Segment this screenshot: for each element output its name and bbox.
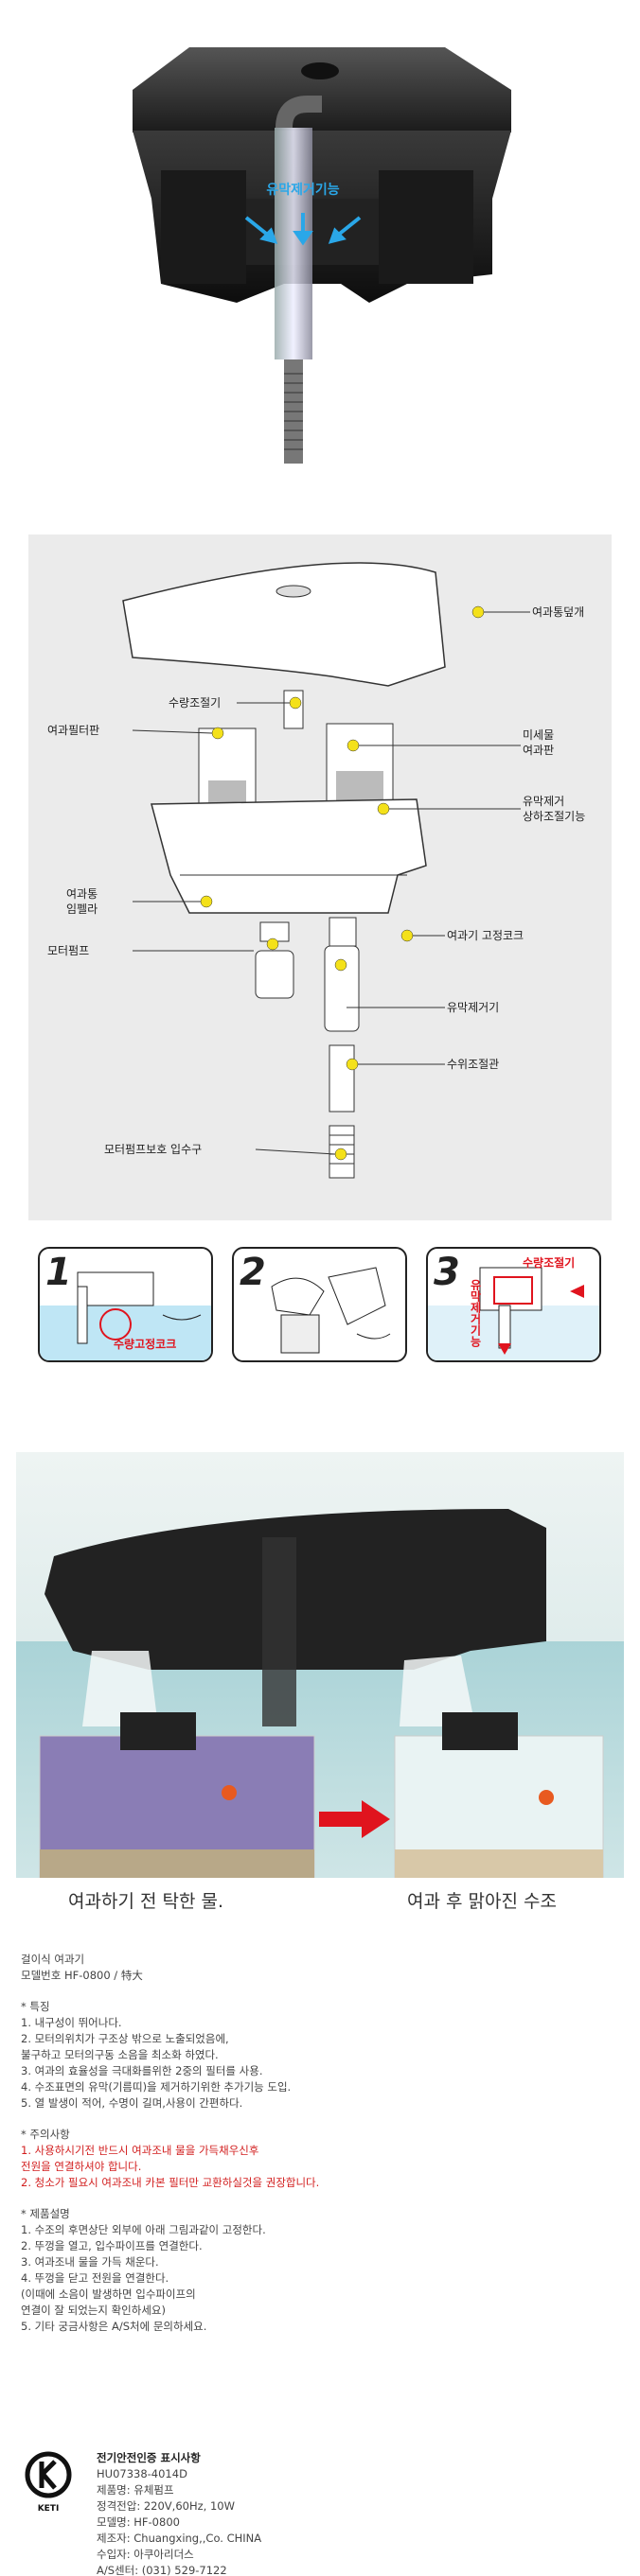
- certification-block: KETI 전기안전인증 표시사항 HU07338-4014D 제품명: 유체펌프…: [21, 2450, 617, 2576]
- step-3-label-side: 유막제거기능: [469, 1279, 482, 1347]
- step-3-label-top: 수량조절기: [523, 1256, 576, 1270]
- label-impeller-2: 임펠라: [66, 902, 98, 916]
- label-impeller-1: 여과통: [66, 887, 98, 901]
- label-oil-remover: 유막제거기: [447, 1001, 500, 1014]
- manual-item: 1. 수조의 후면상단 외부에 아래 그림과같이 고정한다.: [21, 2223, 266, 2236]
- step-2-panel: 2: [232, 1247, 407, 1362]
- manual-title: * 제품설명: [21, 2207, 70, 2220]
- manual-item: 2. 뚜껑을 열고, 입수파이프를 연결한다.: [21, 2239, 203, 2252]
- label-flow-control: 수량조절기: [169, 696, 222, 710]
- cert-heading: 전기안전인증 표시사항: [97, 2451, 201, 2464]
- label-fix-cock: 여과기 고정코크: [447, 929, 524, 942]
- model-line: 모델번호 HF-0800 / 特大: [21, 1969, 143, 1982]
- label-intake: 모터펌프보호 입수구: [104, 1143, 203, 1156]
- caption-after: 여과 후 맑아진 수조: [407, 1891, 557, 1912]
- manual-item: (이때에 소음이 발생하면 입수파이프의: [21, 2287, 196, 2301]
- feature-item: 불구하고 모터의구동 소음을 최소화 하였다.: [21, 2048, 219, 2061]
- manual-item: 5. 기타 궁금사항은 A/S처에 문의하세요.: [21, 2320, 207, 2333]
- hero-overlay-text: 유막제거기능: [266, 182, 339, 198]
- cert-line: 제품명: 유체펌프: [97, 2483, 174, 2497]
- step-1-number: 1: [45, 1251, 72, 1294]
- feature-item: 1. 내구성이 뛰어나다.: [21, 2016, 122, 2029]
- label-water-tube: 수위조절관: [447, 1058, 500, 1071]
- step-3-panel: 3 수량조절기 유막제거기능: [426, 1247, 601, 1362]
- step-2-number: 2: [240, 1251, 266, 1294]
- cert-line: HU07338-4014D: [97, 2467, 187, 2480]
- label-oil-removal-1: 유막제거: [523, 795, 565, 808]
- product-line: 걸이식 여과기: [21, 1953, 85, 1966]
- label-fine-filter-2: 여과판: [523, 744, 555, 757]
- cert-line: 정격전압: 220V,60Hz, 10W: [97, 2499, 235, 2513]
- spec-text: 걸이식 여과기 모델번호 HF-0800 / 特大 * 특징 1. 내구성이 뛰…: [21, 1952, 617, 2335]
- feature-item: 4. 수조표면의 유막(기름띠)을 제거하기위한 추가기능 도입.: [21, 2080, 292, 2094]
- label-oil-removal-2: 상하조절기능: [523, 810, 586, 823]
- cert-line: 수입자: 아쿠아리더스: [97, 2548, 194, 2561]
- caution-item: 1. 사용하시기전 반드시 여과조내 물을 가득채우신후: [21, 2144, 259, 2157]
- caution-item: 전원을 연결하셔야 합니다.: [21, 2160, 142, 2173]
- feature-item: 2. 모터의위치가 구조상 밖으로 노출되었음에,: [21, 2032, 229, 2045]
- product-photo: 유막제거기능: [0, 0, 640, 492]
- keti-logo-icon: KETI: [23, 2450, 74, 2516]
- manual-item: 4. 뚜껑을 닫고 전원을 연결한다.: [21, 2271, 169, 2285]
- cert-line: 모델명: HF-0800: [97, 2515, 180, 2529]
- feature-item: 3. 여과의 효율성을 극대화를위한 2중의 필터를 사용.: [21, 2064, 263, 2077]
- caution-title: * 주의사항: [21, 2128, 70, 2141]
- cert-line: A/S센터: (031) 529-7122: [97, 2564, 227, 2576]
- label-motor-pump: 모터펌프: [47, 944, 90, 957]
- cert-line: 제조자: Chuangxing,,Co. CHINA: [97, 2532, 262, 2545]
- step-1-label: 수량고정코크: [114, 1338, 177, 1351]
- parts-diagram: 여과통덮개 수량조절기 여과필터판 미세물 여과판 유막제거 상하조절기능 여과…: [28, 534, 612, 1220]
- step-1-panel: 1 수량고정코크: [38, 1247, 213, 1362]
- label-fine-filter-1: 미세물: [523, 728, 555, 742]
- install-steps: 1 수량고정코크 2 3 수량조절기 유막제거기능: [38, 1247, 602, 1362]
- caption-before: 여과하기 전 탁한 물.: [68, 1891, 223, 1912]
- caution-item: 2. 청소가 필요시 여과조내 카본 필터만 교환하실것을 권장합니다.: [21, 2176, 320, 2189]
- step-3-number: 3: [434, 1251, 460, 1294]
- label-filter-plate: 여과필터판: [47, 724, 100, 737]
- label-cover: 여과통덮개: [532, 605, 585, 619]
- manual-item: 3. 여과조내 물을 가득 채운다.: [21, 2255, 159, 2269]
- aquarium-photo: 여과하기 전 탁한 물. 여과 후 맑아진 수조: [16, 1452, 624, 1939]
- manual-item: 연결이 잘 되었는지 확인하세요): [21, 2304, 166, 2317]
- keti-logo-text: KETI: [38, 2504, 60, 2514]
- features-title: * 특징: [21, 2000, 50, 2013]
- feature-item: 5. 열 발생이 적어, 수명이 길며,사용이 간편하다.: [21, 2096, 243, 2110]
